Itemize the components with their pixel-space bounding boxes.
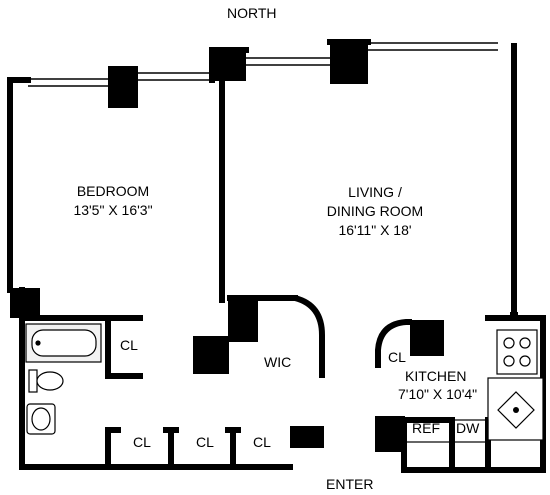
windows — [28, 42, 498, 87]
stove-burner-icon — [503, 337, 515, 349]
wic-curved-wall — [294, 295, 325, 378]
living-name-line2: DINING ROOM — [326, 203, 424, 219]
living-name-line1: LIVING / — [348, 184, 402, 200]
kitchen-size: 7'10" X 10'4" — [398, 386, 478, 402]
dishwasher — [451, 419, 489, 443]
dishwasher-label: DW — [456, 420, 480, 436]
kitchen-fixtures — [403, 329, 544, 443]
kitchen-closet-curved-wall — [375, 319, 412, 368]
living-size: 16'11" X 18' — [338, 222, 412, 238]
toilet-tank — [28, 369, 38, 393]
stove — [496, 329, 538, 375]
kitchen-name: KITCHEN — [405, 368, 467, 384]
bathroom-fixtures — [25, 323, 102, 435]
refrigerator-label: REF — [412, 420, 440, 436]
hall-closet-3-label: CL — [253, 434, 271, 450]
wic-label: WIC — [264, 354, 292, 370]
north-label: NORTH — [227, 5, 277, 21]
entry-label: ENTER — [326, 476, 374, 492]
bedroom-size: 13'5" X 16'3" — [73, 202, 153, 218]
bedroom-name: BEDROOM — [76, 183, 150, 199]
hall-closet-1-label: CL — [133, 434, 151, 450]
columns — [10, 42, 518, 452]
hall-closet-2-label: CL — [196, 434, 214, 450]
walls — [7, 39, 546, 473]
kitchen-closet-label: CL — [388, 349, 406, 365]
toilet-bowl — [36, 371, 64, 391]
bath-closet-label: CL — [120, 337, 138, 353]
